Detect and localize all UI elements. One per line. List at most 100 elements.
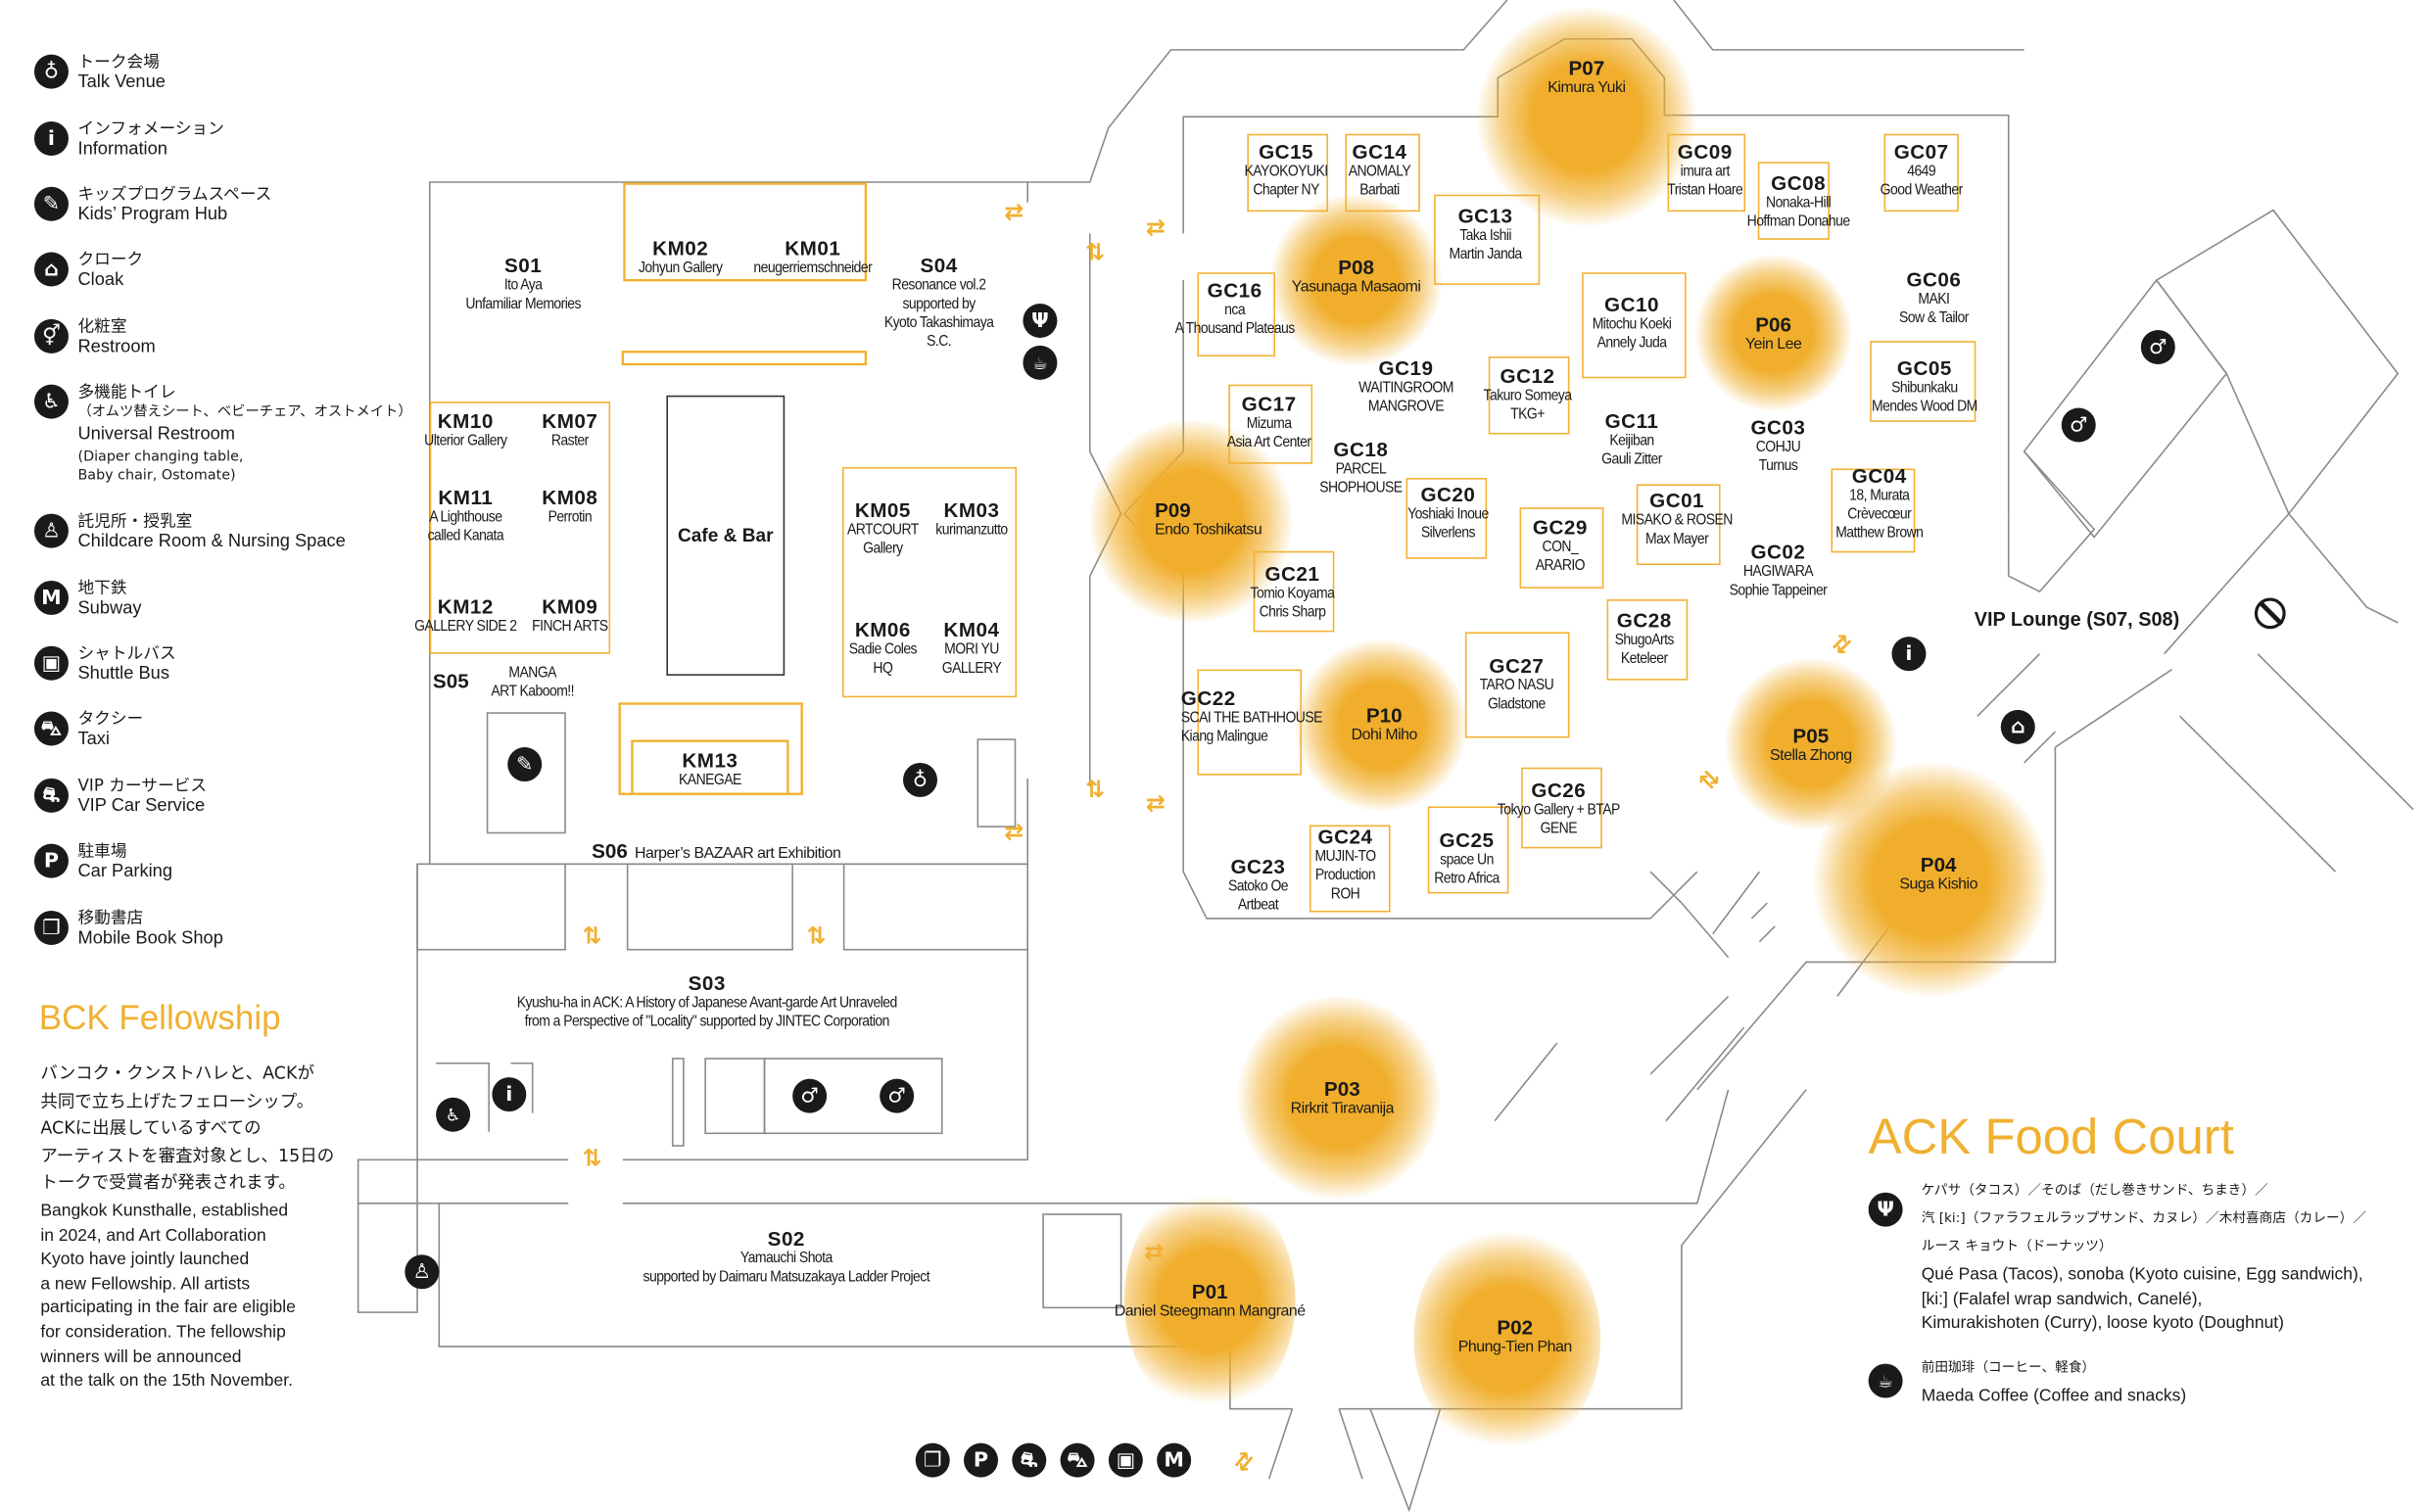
information-icon[interactable]: i — [492, 1077, 527, 1112]
booth-name: MISAKO & ROSEN Max Mayer — [1621, 512, 1733, 548]
booth-S06[interactable]: S06 Harper’s BAZAAR art Exhibition — [592, 837, 841, 866]
subway-icon[interactable]: M — [1157, 1442, 1192, 1478]
booth-S05[interactable]: MANGA ART Kaboom!! — [486, 665, 580, 702]
vip-car-icon[interactable]: ⛐ — [1012, 1442, 1047, 1478]
mobile-book-shop-icon[interactable]: ❐ — [915, 1442, 950, 1478]
booth-name: Perrotin — [548, 508, 593, 527]
booth-name: neugerriemschneider — [753, 260, 873, 277]
talk-venue-icon[interactable]: ♁ — [903, 762, 937, 797]
booth-code: GC22 — [1180, 686, 1236, 710]
booth-frame — [1519, 507, 1604, 589]
booth-code: GC11 — [1604, 409, 1659, 433]
taxi-icon[interactable]: ⛍ — [1060, 1442, 1095, 1478]
shuttle-bus-icon[interactable]: ▣ — [1108, 1442, 1143, 1478]
restroom-icon[interactable]: ♂ — [792, 1078, 828, 1113]
performance-code: P05 — [1792, 724, 1830, 748]
information-icon[interactable]: i — [1891, 637, 1927, 672]
legend-label-en: Childcare Room & Nursing Space — [77, 532, 346, 551]
booth-frame — [1606, 599, 1689, 681]
restroom-icon[interactable]: ♂ — [2140, 330, 2175, 364]
kids-program-icon[interactable]: ✎ — [507, 747, 543, 782]
cafe-bar[interactable]: Cafe & Bar — [666, 395, 786, 676]
booth-name: FINCH ARTS — [532, 618, 608, 636]
cloak-icon[interactable]: ⌂ — [2000, 709, 2035, 744]
booth-name: Yoshiaki Inoue Silverlens — [1407, 505, 1489, 543]
booth-code: GC15 — [1259, 140, 1314, 164]
vip-lounge-label[interactable]: VIP Lounge (S07, S08) — [1974, 608, 2180, 631]
booth-name: Kyushu-ha in ACK: A History of Japanese … — [516, 994, 898, 1031]
coffee-icon[interactable]: ☕ — [1023, 345, 1058, 380]
booth-S05-code[interactable]: S05 — [432, 669, 469, 693]
food-icon[interactable]: Ψ — [1023, 303, 1058, 338]
legend-label-en: Universal Restroom — [77, 424, 236, 445]
booth-code: GC06 — [1906, 267, 1962, 292]
childcare-icon[interactable]: ♙ — [405, 1254, 440, 1290]
parking-icon[interactable]: P — [964, 1442, 998, 1478]
performance-area-glow — [1695, 255, 1852, 411]
restroom-icon[interactable]: ♂ — [2061, 407, 2096, 443]
food-court-title: ACK Food Court — [1868, 1108, 2234, 1165]
booth-name: Satoko Oe Artbeat — [1227, 877, 1289, 915]
restroom-icon[interactable]: ♂ — [880, 1078, 915, 1113]
universal-restroom-icon[interactable]: ♿ — [436, 1097, 471, 1132]
food-icon: Ψ — [1868, 1192, 1903, 1227]
performance-code: P08 — [1338, 255, 1375, 279]
